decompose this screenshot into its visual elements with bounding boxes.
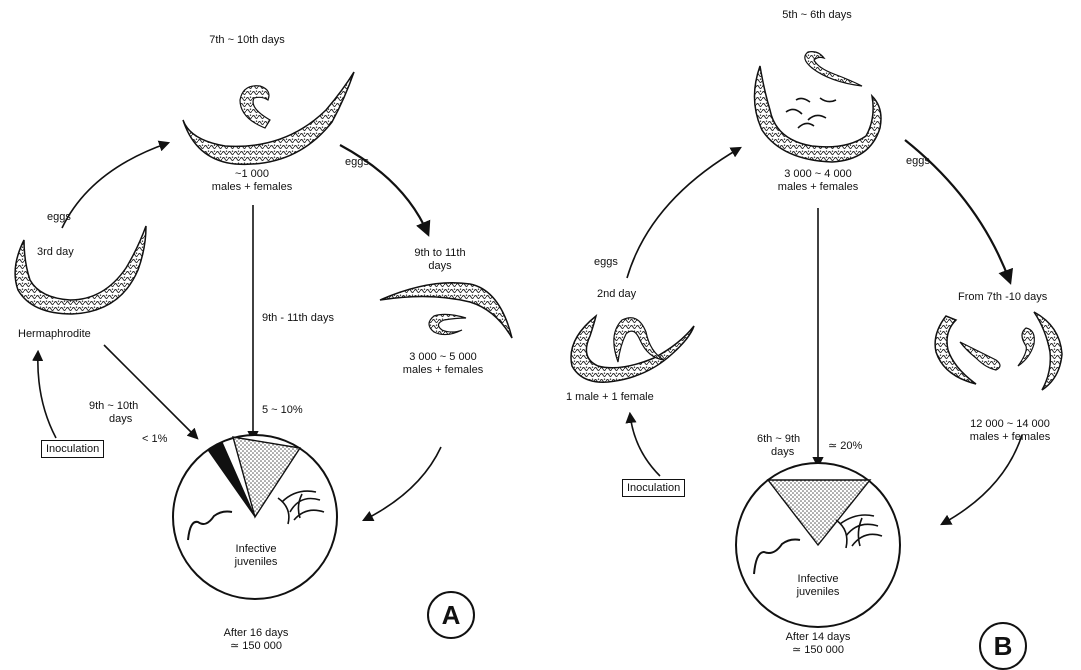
b-right-days: From 7th -10 days <box>958 291 1048 303</box>
arrow-inoculation-b <box>625 411 661 477</box>
pie-slice-black-a <box>207 441 256 518</box>
b-right-sex: males + females <box>969 431 1051 443</box>
panel-label-a: A <box>427 591 475 639</box>
a-left-exit-days-2: days <box>109 413 133 425</box>
a-inoculation-box: Inoculation <box>41 440 105 458</box>
panel-b <box>570 51 1063 628</box>
a-top-count: ~1 000 <box>235 168 269 180</box>
juveniles-top-b <box>785 97 837 129</box>
b-eggs-left: eggs <box>594 256 618 268</box>
a-right-sex: males + females <box>402 364 484 376</box>
worm-small-a1 <box>239 85 271 129</box>
juveniles-left-a <box>187 510 233 541</box>
a-right-days-2: days <box>428 260 452 272</box>
b-eggs-right: eggs <box>906 155 930 167</box>
a-eggs-right: eggs <box>345 156 369 168</box>
worm-hermaphrodite <box>14 225 147 315</box>
panel-a <box>14 71 513 600</box>
b-pie-text-2: juveniles <box>796 586 840 598</box>
worm-small-b2 <box>959 341 1001 371</box>
a-right-days-1: 9th to 11th <box>414 247 466 259</box>
a-pie-text-2: juveniles <box>234 556 278 568</box>
a-after-2: ≃ 150 000 <box>229 640 283 652</box>
b-pair: 1 male + 1 female <box>566 391 654 403</box>
arrow-hermaphrodite-exit <box>103 344 199 440</box>
juveniles-right-b <box>835 514 883 549</box>
pie-slice-stipple-a <box>232 436 302 519</box>
worm-right-a <box>379 281 513 339</box>
panel-label-b: B <box>979 622 1027 670</box>
b-inoculation-box: Inoculation <box>622 479 686 497</box>
worm-top-a <box>182 71 355 166</box>
b-top-sex: males + females <box>777 181 859 193</box>
worm-small-a2 <box>428 313 467 336</box>
b-after-1: After 14 days <box>785 631 851 643</box>
b-middle-pct: ≃ 20% <box>828 440 863 452</box>
worm-pair-female-b <box>570 314 695 383</box>
a-hermaphrodite: Hermaphrodite <box>18 328 91 340</box>
juveniles-left-b <box>753 538 801 575</box>
arrow-eggs-left-b <box>626 146 742 279</box>
b-middle-days-1: 6th ~ 9th <box>757 433 801 445</box>
worm-small-b3 <box>1017 327 1035 367</box>
a-top-sex: males + females <box>211 181 293 193</box>
worm-small-b1 <box>804 51 863 87</box>
a-top-days: 7th ~ 10th days <box>209 34 285 46</box>
arrow-right-exit-a <box>361 446 442 522</box>
b-left-day: 2nd day <box>597 288 637 300</box>
worm-right-b1 <box>934 315 977 385</box>
arrow-eggs-right-a <box>339 144 431 237</box>
a-after-1: After 16 days <box>223 627 289 639</box>
b-right-count: 12 000 ~ 14 000 <box>970 418 1050 430</box>
a-left-exit-pct: < 1% <box>142 433 168 445</box>
a-eggs-left: eggs <box>47 211 71 223</box>
b-pie-text-1: Infective <box>797 573 839 585</box>
arrow-right-exit-b <box>940 434 1023 526</box>
a-middle-pct: 5 ~ 10% <box>262 404 303 416</box>
a-left-exit-days-1: 9th ~ 10th <box>89 400 139 412</box>
b-after-2: ≃ 150 000 <box>791 644 845 656</box>
b-middle-days-2: days <box>771 446 795 458</box>
b-top-days: 5th ~ 6th days <box>782 9 852 21</box>
b-top-count: 3 000 ~ 4 000 <box>784 168 852 180</box>
worm-right-b2 <box>1033 311 1063 391</box>
juveniles-right-a <box>277 490 325 525</box>
arrow-eggs-right-b <box>904 139 1013 285</box>
worm-pair-male-b <box>613 317 665 363</box>
a-right-count: 3 000 ~ 5 000 <box>409 351 477 363</box>
pie-slice-stipple-b <box>766 479 872 547</box>
worm-top-b <box>753 65 882 163</box>
a-middle-days: 9th - 11th days <box>262 312 334 324</box>
a-left-day: 3rd day <box>37 246 74 258</box>
arrow-eggs-left-a <box>61 140 171 229</box>
arrow-inoculation-a <box>32 349 57 439</box>
a-pie-text-1: Infective <box>235 543 277 555</box>
